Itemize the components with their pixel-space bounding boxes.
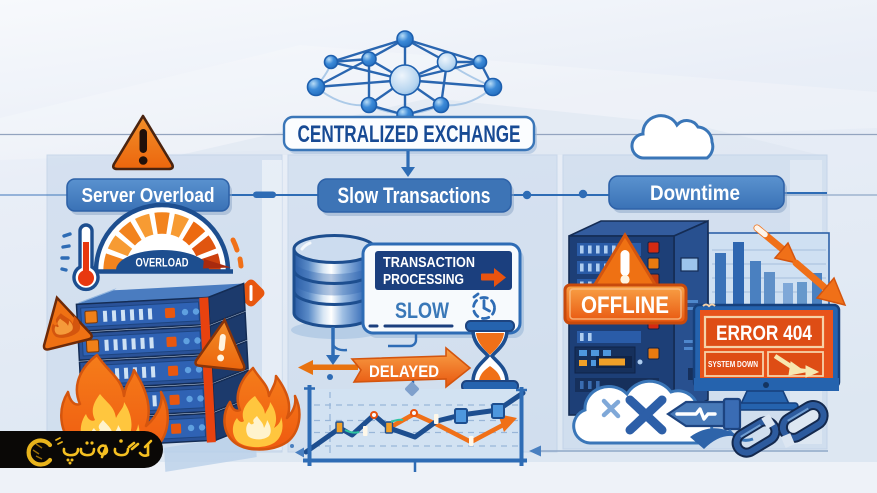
svg-text:DELAYED: DELAYED bbox=[369, 362, 439, 381]
svg-text:OVERLOAD: OVERLOAD bbox=[136, 256, 189, 270]
svg-text:SYSTEM DOWN: SYSTEM DOWN bbox=[708, 360, 758, 369]
svg-text:ERROR 404: ERROR 404 bbox=[716, 322, 812, 345]
svg-text:Slow Transactions: Slow Transactions bbox=[338, 183, 491, 208]
svg-text:Downtime: Downtime bbox=[650, 182, 740, 205]
svg-text:CENTRALIZED EXCHANGE: CENTRALIZED EXCHANGE bbox=[298, 121, 521, 148]
svg-text:Server Overload: Server Overload bbox=[82, 185, 215, 207]
svg-text:SLOW: SLOW bbox=[395, 298, 449, 323]
svg-text:OFFLINE: OFFLINE bbox=[581, 292, 669, 319]
svg-text:PROCESSING: PROCESSING bbox=[383, 272, 464, 288]
svg-text:TRANSACTION: TRANSACTION bbox=[383, 255, 475, 271]
